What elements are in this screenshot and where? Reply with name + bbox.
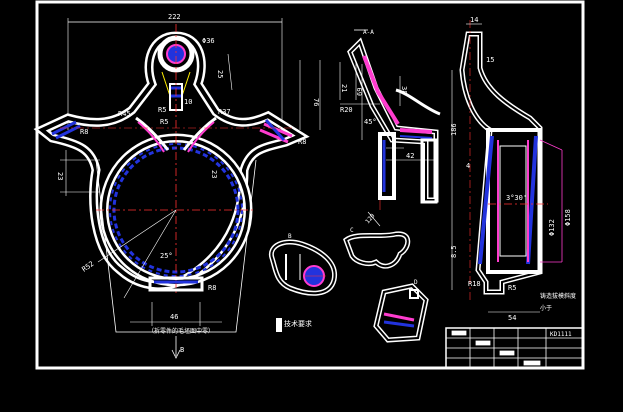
side-dim-dia2: Φ158 (564, 209, 572, 226)
dim-boss-dia-text: Φ36 (202, 37, 215, 45)
dim-r45-text: R45 (118, 110, 131, 118)
side-dim-top: 14 (470, 16, 478, 24)
section-label: A-A (363, 29, 374, 36)
detail-views (268, 211, 429, 343)
main-view (33, 18, 321, 359)
dim-hole-text: 10 (184, 98, 192, 106)
notes-marker (276, 318, 282, 332)
main-caption: （拆零件的毛坯图中零） (148, 327, 214, 335)
side-dim-bottom: 54 (508, 314, 516, 322)
side-dim-15: 15 (486, 56, 494, 64)
sec-dim-38: 38 (400, 86, 408, 94)
sec-dim-69: 69 (356, 88, 364, 96)
drawing-number: KD1111 (550, 331, 572, 338)
section-view (339, 29, 441, 210)
side-dim-4: 4 (466, 162, 470, 170)
sec-dim-r20: R20 (340, 106, 353, 114)
dim-r85-text: R5 (158, 106, 166, 114)
dim-bottom-r-text: R8 (208, 284, 216, 292)
dim-r8-text: R5 (160, 118, 168, 126)
top-boss (157, 35, 195, 73)
dim-angle-text: 25° (160, 252, 173, 260)
side-dim-186: 186 (450, 123, 458, 136)
main-outer-contour (33, 31, 310, 290)
dim-bottom-w-text: 46 (170, 313, 178, 321)
sheet-border (35, 0, 585, 370)
dim-right-v-text: 23 (56, 172, 64, 180)
side-dim-3: 3°30' (506, 194, 527, 202)
detail-small-dim: 120 (364, 212, 377, 225)
blank-outline (95, 159, 257, 333)
side-view (451, 20, 563, 313)
sec-dim-42: 42 (406, 152, 414, 160)
side-dim-b: 8.5 (450, 245, 458, 258)
detail-b-label: B (288, 233, 292, 240)
dim-inner-text: 23 (210, 170, 218, 178)
dim-side-r-text: 25 (216, 70, 224, 78)
side-dim-dia: Φ132 (548, 219, 556, 236)
notes-right-2: 小于 (540, 304, 552, 312)
dim-right-r-text: R8 (298, 138, 306, 146)
dim-height-text: 76 (312, 98, 320, 106)
dim-r152-text: R52 (81, 260, 96, 274)
title-block (445, 327, 584, 369)
dim-r37-text: R37 (218, 108, 231, 116)
dim-top-text: 222 (168, 13, 181, 21)
detail-d-label: D (414, 279, 418, 286)
detail-b-shape (268, 239, 338, 296)
side-dim-r18: R18 (468, 280, 481, 288)
detail-c-label: C (350, 227, 354, 234)
notes-title: 技术要求 (284, 319, 312, 328)
notes-right: 铸造拔模斜度 (540, 292, 576, 300)
dim-left-r-text: R8 (80, 128, 88, 136)
main-arrow-label: B (180, 346, 184, 354)
detail-c-shape (343, 231, 411, 269)
side-dim-r5: R5 (508, 284, 516, 292)
sec-dim-21: 21 (340, 84, 348, 92)
sec-dim-angle: 45° (364, 118, 377, 126)
